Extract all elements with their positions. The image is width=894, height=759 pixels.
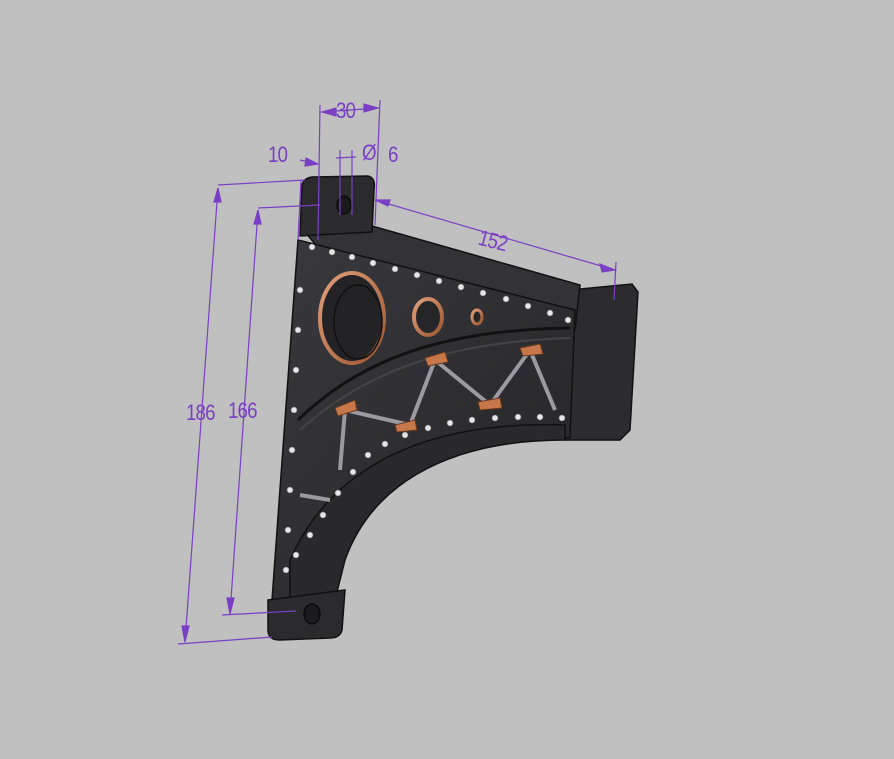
dim-height-inner[interactable]: 166: [228, 398, 258, 423]
dim-hole-diameter-symbol: Ø: [362, 140, 377, 165]
dim-hole-diameter[interactable]: 6: [388, 142, 398, 167]
rivets: [282, 243, 572, 574]
dim-width-top[interactable]: 30: [336, 98, 356, 123]
dim-offset-left[interactable]: 10: [268, 142, 288, 167]
dimension-lines: [177, 99, 618, 645]
dim-height-outer[interactable]: 186: [186, 400, 216, 425]
